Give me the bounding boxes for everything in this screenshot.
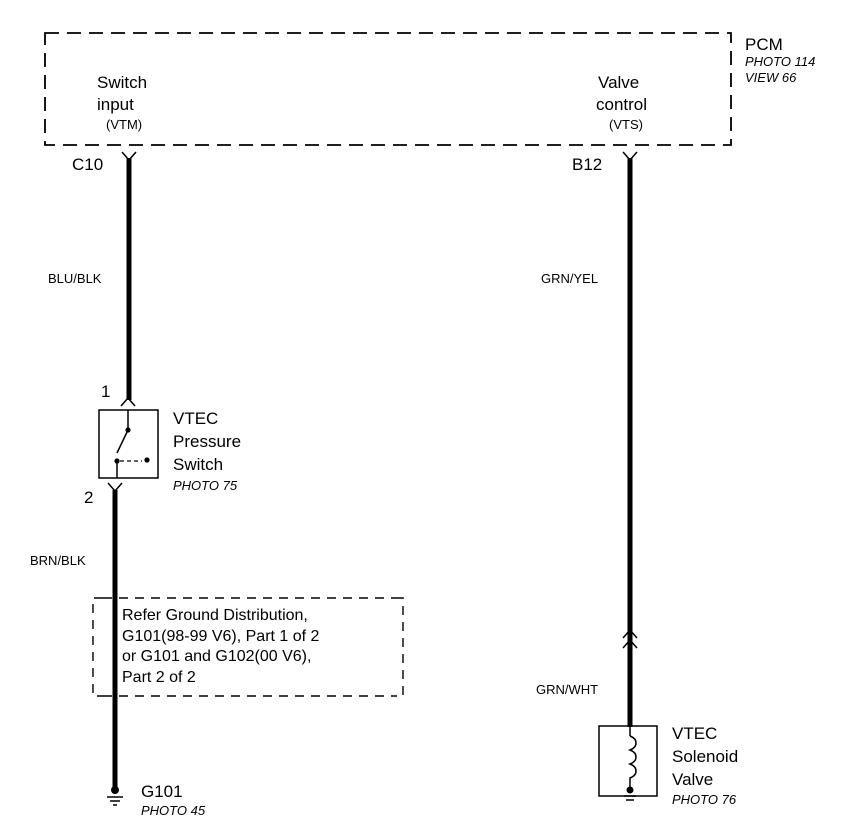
wire-grn-wht-label: GRN/WHT	[536, 682, 598, 697]
pressure-switch-label-2: Pressure	[173, 432, 241, 451]
solenoid-photo: PHOTO 76	[672, 792, 737, 807]
pressure-switch-pin-1-terminal	[120, 396, 136, 407]
solenoid-label-1: VTEC	[672, 724, 717, 743]
pressure-switch-label-1: VTEC	[173, 409, 218, 428]
note-box	[92, 597, 404, 697]
wire-grn-yel-label: GRN/YEL	[541, 271, 598, 286]
pcm-view: VIEW 66	[745, 70, 797, 85]
note-line-1: Refer Ground Distribution,	[122, 607, 308, 624]
pressure-switch-pin-2-terminal	[107, 482, 123, 493]
solenoid-label-2: Solenoid	[672, 747, 738, 766]
solenoid-valve-symbol	[598, 725, 658, 801]
switch-input-label-2: input	[97, 95, 134, 114]
pressure-switch-symbol	[98, 409, 159, 479]
pressure-switch-photo: PHOTO 75	[173, 478, 238, 493]
solenoid-label-3: Valve	[672, 770, 713, 789]
pcm-label: PCM	[745, 35, 783, 54]
ground-g101-symbol	[107, 786, 123, 806]
wire-blu-blk-label: BLU/BLK	[48, 271, 102, 286]
wire-brn-blk-label: BRN/BLK	[30, 553, 86, 568]
pcm-box	[44, 32, 732, 146]
pcm-photo: PHOTO 114	[745, 54, 815, 69]
pressure-switch-pin-1: 1	[101, 382, 110, 401]
switch-input-code: (VTM)	[106, 117, 142, 132]
valve-control-label-1: Valve	[598, 73, 639, 92]
inline-connector-top	[622, 628, 638, 639]
connector-c10-label: C10	[72, 155, 103, 174]
note-line-2: G101(98-99 V6), Part 1 of 2	[122, 628, 320, 645]
connector-b12-label: B12	[572, 155, 602, 174]
pressure-switch-label-3: Switch	[173, 455, 223, 474]
valve-control-code: (VTS)	[609, 117, 643, 132]
switch-input-label-1: Switch	[97, 73, 147, 92]
valve-control-label-2: control	[596, 95, 647, 114]
note-line-3: or G101 and G102(00 V6),	[122, 648, 311, 665]
pressure-switch-pin-2: 2	[84, 488, 93, 507]
note-line-4: Part 2 of 2	[122, 669, 196, 686]
ground-g101-photo: PHOTO 45	[141, 803, 206, 818]
ground-g101-label: G101	[141, 782, 183, 801]
inline-connector-bottom	[622, 638, 638, 649]
